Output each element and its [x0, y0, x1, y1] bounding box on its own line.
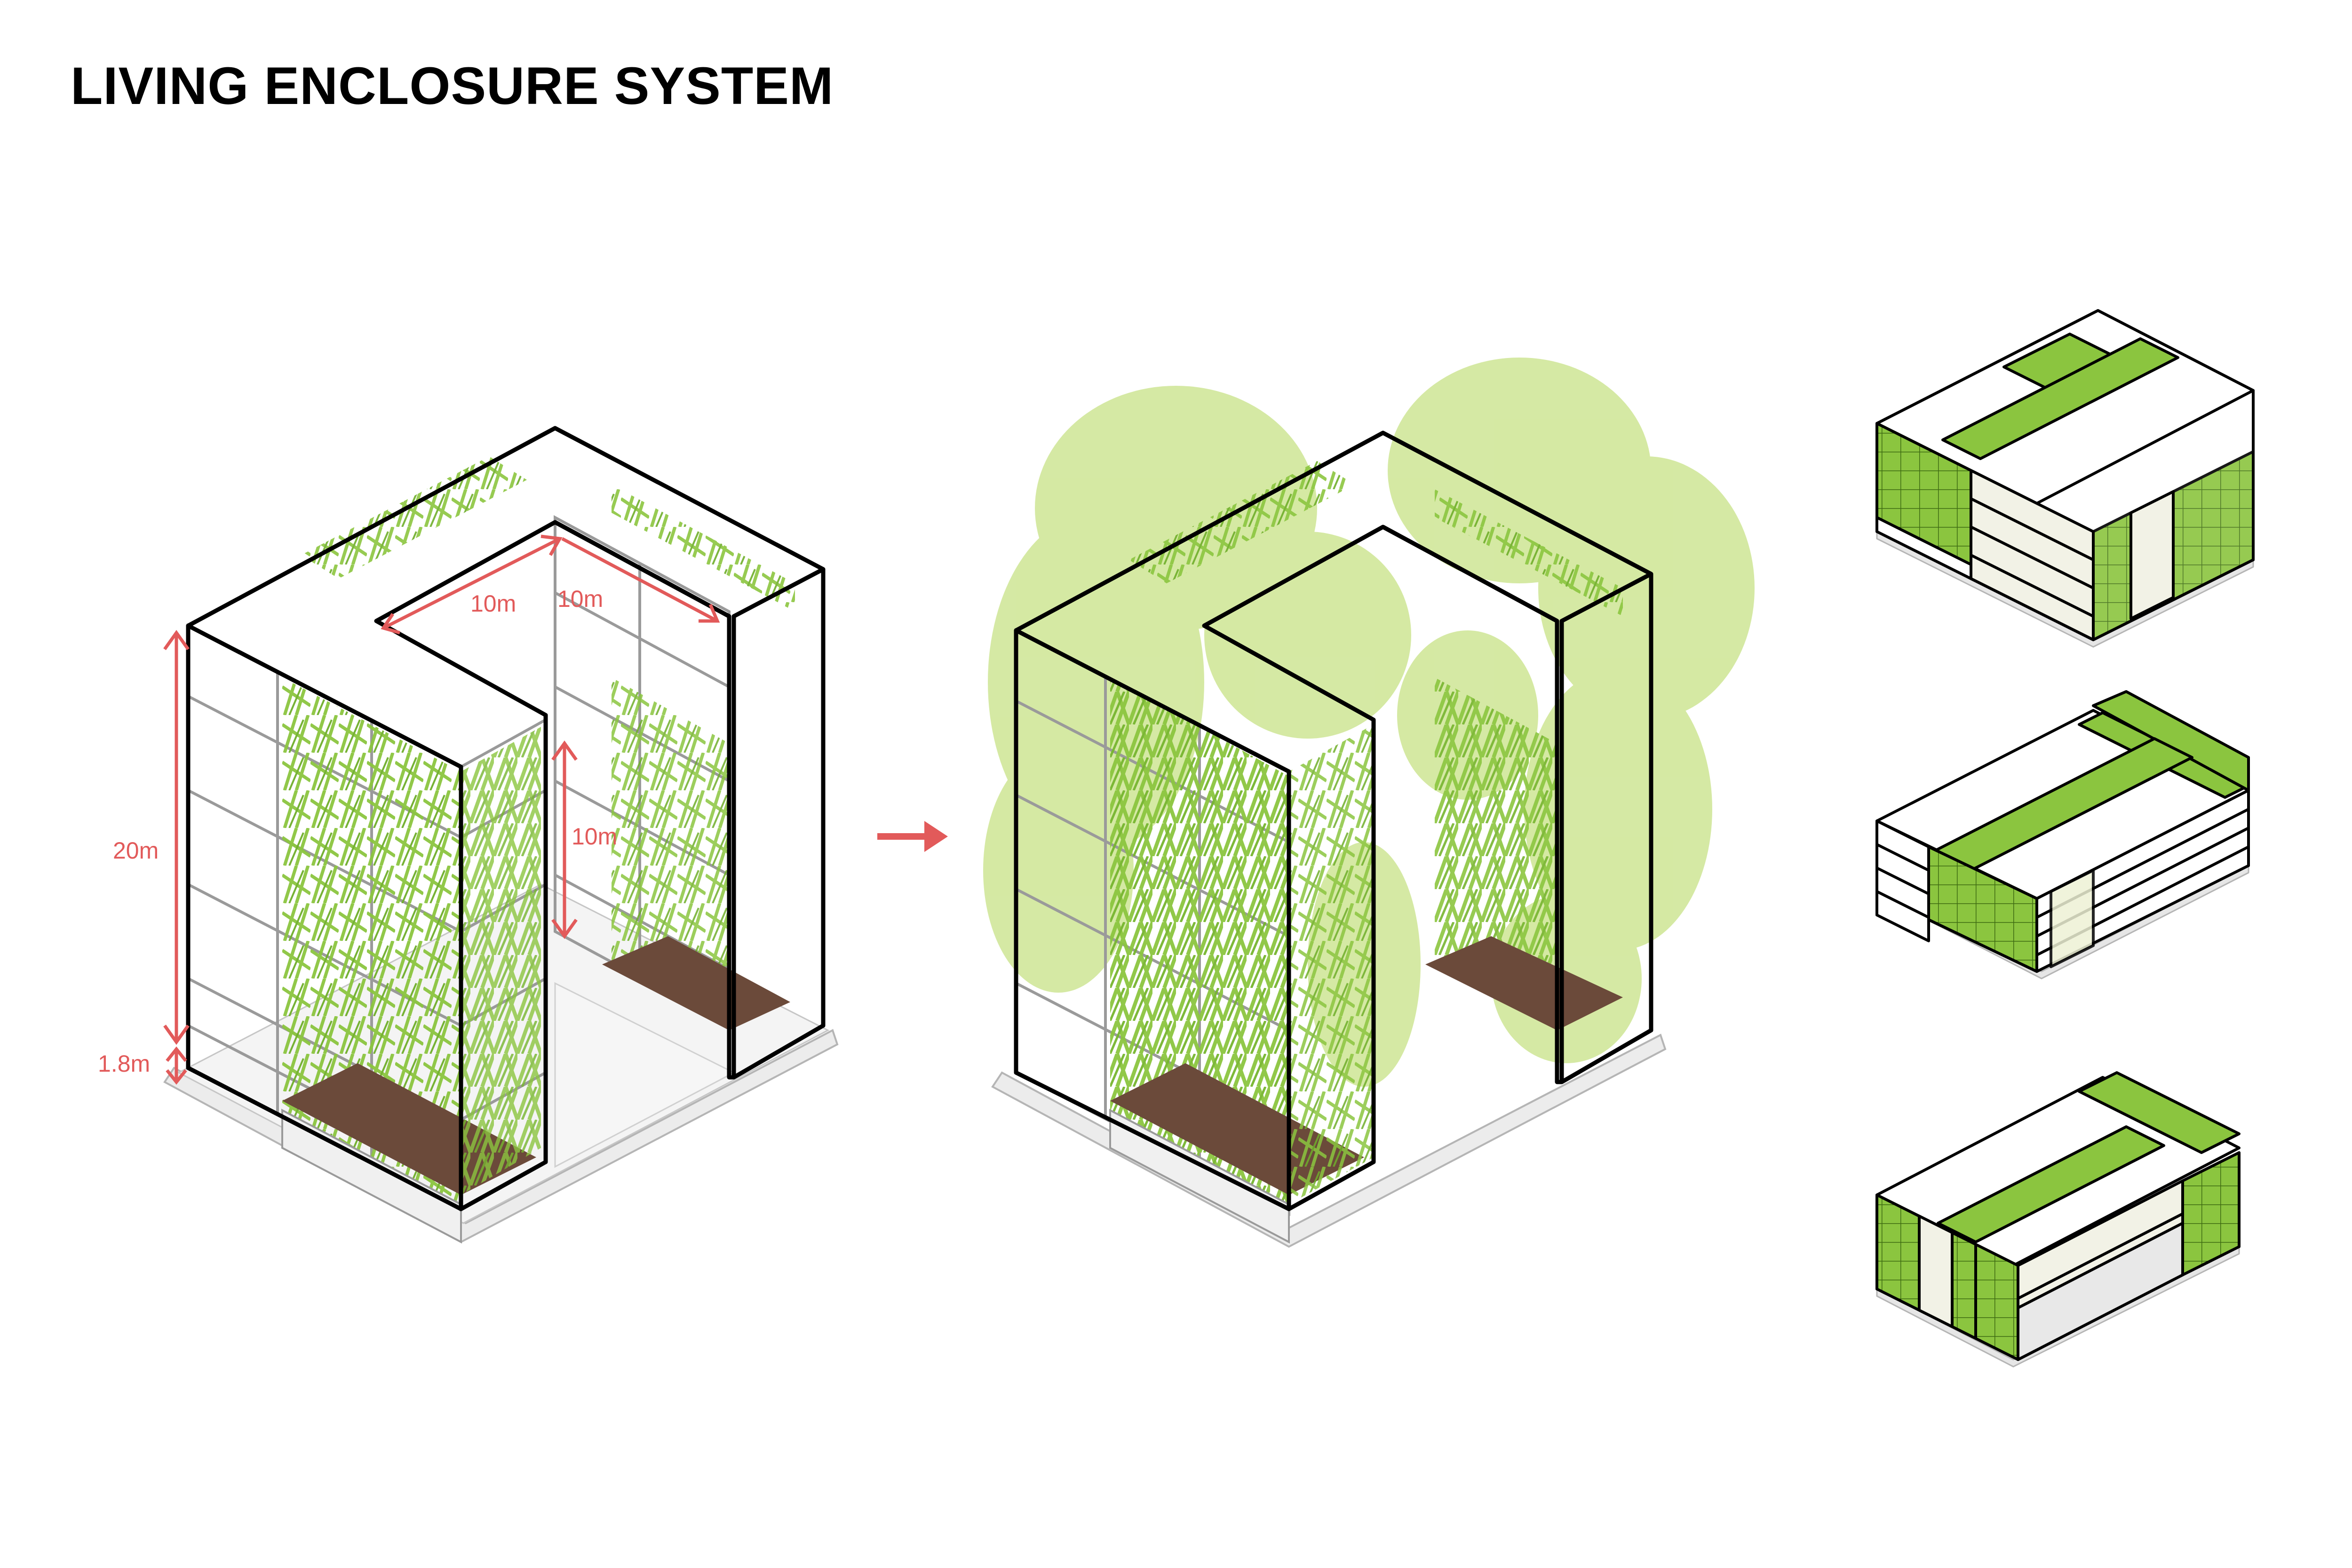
- massing-variant-1: [1877, 310, 2253, 647]
- arrow-right-icon: [877, 821, 948, 852]
- dim-label-height-total: 20m: [113, 837, 159, 864]
- massing-variant-3: [1877, 1073, 2239, 1367]
- left-near-wing-plants: [461, 727, 541, 1195]
- dim-label-plinth-height: 1.8m: [98, 1051, 150, 1077]
- center-structure: [983, 358, 1755, 1247]
- left-roof-plants-a: [301, 456, 527, 579]
- dim-label-height-opening: 10m: [572, 823, 617, 850]
- left-structure: 10m 10m 20m 10m 1.8m: [98, 428, 837, 1242]
- dim-label-width-b: 10m: [557, 586, 603, 612]
- massing-variant-2: [1877, 692, 2249, 979]
- dim-label-width-a: 10m: [470, 590, 516, 617]
- center-near-wing-plants: [1289, 724, 1374, 1204]
